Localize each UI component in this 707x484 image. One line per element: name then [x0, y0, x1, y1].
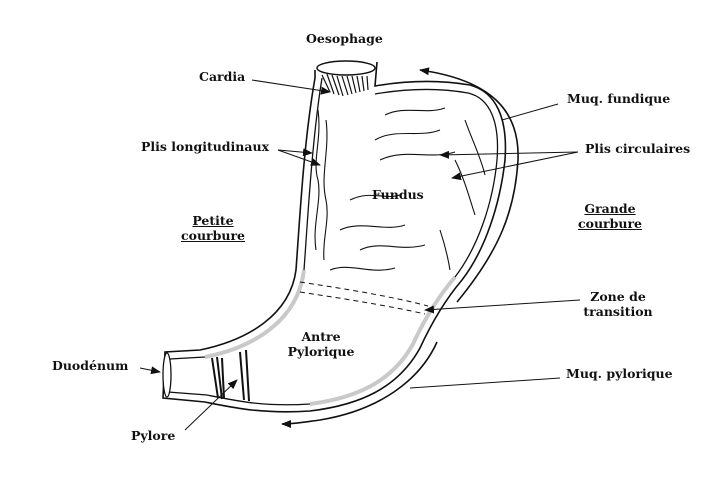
label-courbure-right: courbure [572, 216, 648, 231]
transition-zone-line [300, 292, 425, 314]
label-transition: transition [578, 304, 658, 319]
label-grande: Grande [572, 201, 648, 216]
label-grande-courbure: Grande courbure [572, 201, 648, 231]
oesophagus-opening [317, 61, 375, 75]
cardia-folds [322, 74, 368, 96]
label-courbure-left: courbure [178, 228, 248, 243]
label-plis-longitudinaux: Plis longitudinaux [141, 139, 269, 154]
label-petite: Petite [178, 213, 248, 228]
label-antre-pylorique: Antre Pylorique [278, 329, 364, 359]
label-cardia: Cardia [199, 69, 245, 84]
label-petite-courbure: Petite courbure [178, 213, 248, 243]
label-duodenum: Duodénum [52, 358, 128, 373]
label-muq-fundique: Muq. fundique [567, 91, 670, 106]
pylorus-folds [212, 350, 249, 401]
label-zone-transition: Zone de transition [578, 289, 658, 319]
label-pylore: Pylore [131, 428, 175, 443]
label-oesophage: Oesophage [306, 31, 383, 46]
leader-lines [140, 80, 580, 430]
label-muq-pylorique: Muq. pylorique [566, 366, 673, 381]
greater-curvature-arrow [420, 70, 518, 302]
duodenum-opening [163, 353, 171, 397]
longitudinal-folds [315, 110, 327, 260]
label-antre: Antre [278, 329, 364, 344]
label-zone-de: Zone de [578, 289, 658, 304]
label-fundus: Fundus [372, 187, 424, 202]
label-pylorique: Pylorique [278, 344, 364, 359]
label-plis-circulaires: Plis circulaires [585, 141, 690, 156]
